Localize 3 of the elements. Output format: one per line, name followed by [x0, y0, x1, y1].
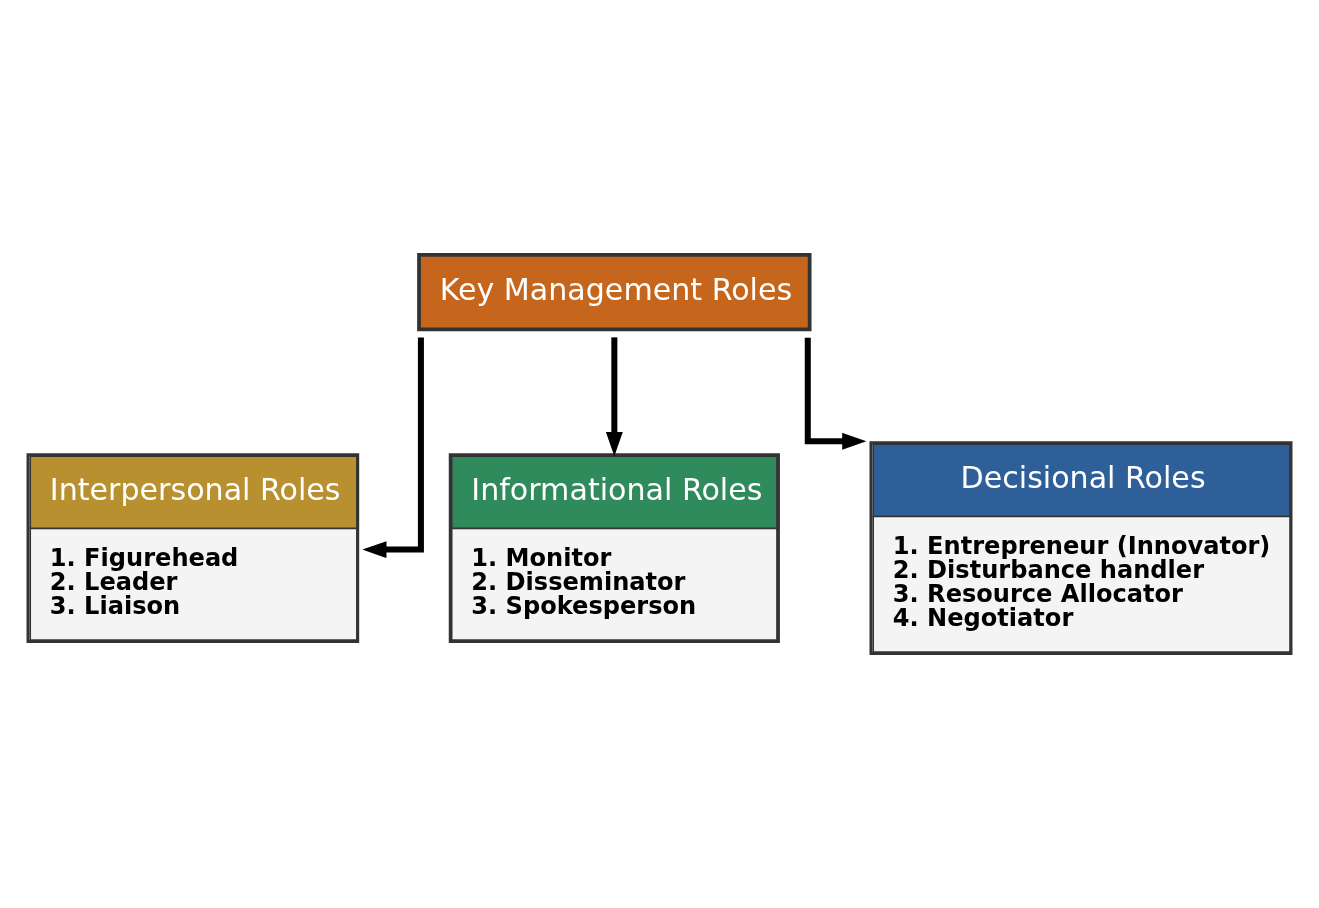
arrow — [605, 337, 623, 457]
arrow — [362, 337, 424, 559]
arrow — [804, 337, 867, 450]
